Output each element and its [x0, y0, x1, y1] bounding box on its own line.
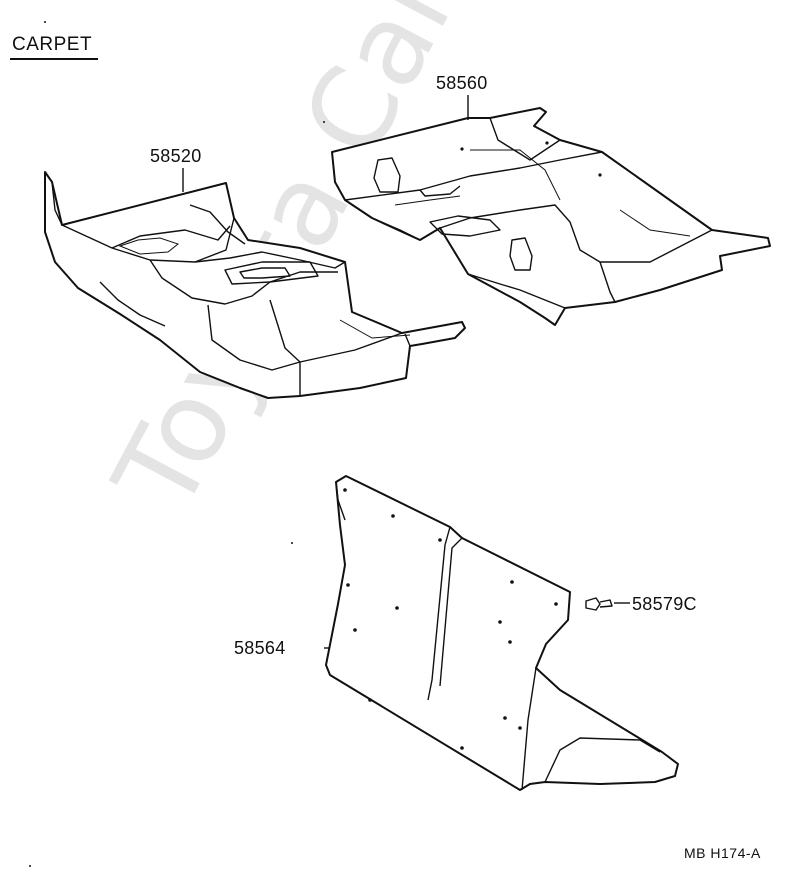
- diagram-code: MB H174-A: [684, 845, 761, 861]
- panel-58564-drawing: [325, 475, 679, 791]
- diagram-title: CARPET: [12, 34, 93, 55]
- clip-58579c-drawing: [585, 597, 613, 611]
- part-label-58520: 58520: [150, 146, 202, 166]
- part-label-58560: 58560: [436, 73, 488, 93]
- carpet-58560-drawing: [331, 107, 771, 326]
- title-underline: [10, 58, 98, 60]
- carpet-58520-drawing: [44, 171, 466, 399]
- part-label-58564: 58564: [234, 638, 286, 658]
- part-label-58579c: 58579C: [632, 594, 697, 614]
